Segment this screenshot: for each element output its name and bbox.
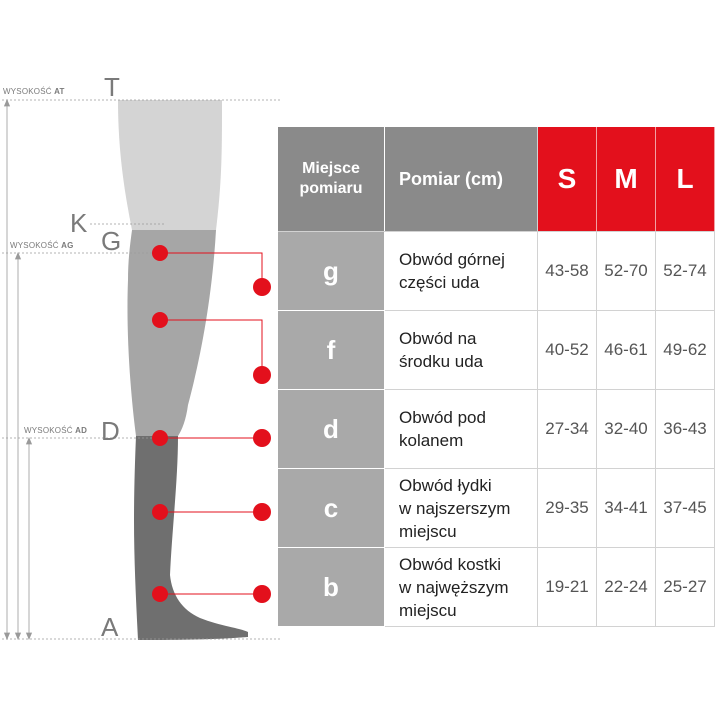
point-label-k: K [70, 208, 88, 238]
height-label-ad: WYSOKOŚĆ AD [24, 426, 87, 435]
row-value-l: 25-27 [655, 547, 715, 627]
leg-thigh-upper [118, 100, 222, 230]
point-label-d: D [101, 416, 120, 446]
height-label-at: WYSOKOŚĆ AT [3, 87, 65, 96]
point-label-a: A [101, 612, 119, 642]
marker-c-leg [152, 504, 168, 520]
table-row-b: b Obwód kostki w najwęższym miejscu 19-2… [278, 547, 715, 627]
row-description: Obwód górnej części uda [384, 231, 538, 311]
marker-b-end [253, 585, 271, 603]
point-label-g: G [101, 226, 121, 256]
row-description: Obwód na środku uda [384, 310, 538, 390]
marker-g-leg [152, 245, 168, 261]
row-description: Obwód pod kolanem [384, 389, 538, 469]
marker-c-end [253, 503, 271, 521]
row-code: g [278, 231, 385, 311]
leg-calf-foot [134, 436, 248, 640]
header-size-s: S [537, 127, 597, 232]
height-label-ag: WYSOKOŚĆ AG [10, 241, 74, 250]
table-row-g: g Obwód górnej części uda 43-58 52-70 52… [278, 231, 715, 311]
marker-f-leg [152, 312, 168, 328]
row-code: d [278, 389, 385, 469]
header-size-m: M [596, 127, 656, 232]
marker-d-leg [152, 430, 168, 446]
row-value-s: 27-34 [537, 389, 597, 469]
row-value-s: 19-21 [537, 547, 597, 627]
table-row-c: c Obwód łydki w najszerszym miejscu 29-3… [278, 468, 715, 548]
height-arrows [3, 98, 33, 641]
row-value-m: 32-40 [596, 389, 656, 469]
measurement-connectors [160, 252, 263, 595]
row-value-m: 22-24 [596, 547, 656, 627]
header-measurement: Pomiar (cm) [384, 127, 538, 232]
row-value-l: 49-62 [655, 310, 715, 390]
table-header-row: Miejsce pomiaru Pomiar (cm) S M L [278, 127, 715, 232]
size-table: Miejsce pomiaru Pomiar (cm) S M L g Obwó… [278, 127, 715, 627]
row-value-l: 36-43 [655, 389, 715, 469]
header-measure-place: Miejsce pomiaru [278, 127, 385, 232]
row-code: f [278, 310, 385, 390]
table-row-d: d Obwód pod kolanem 27-34 32-40 36-43 [278, 389, 715, 469]
row-code: b [278, 547, 385, 627]
row-value-l: 52-74 [655, 231, 715, 311]
point-label-t: T [104, 72, 120, 102]
row-value-s: 29-35 [537, 468, 597, 548]
row-value-m: 46-61 [596, 310, 656, 390]
row-value-s: 40-52 [537, 310, 597, 390]
row-value-l: 37-45 [655, 468, 715, 548]
row-code: c [278, 468, 385, 548]
row-description: Obwód kostki w najwęższym miejscu [384, 547, 538, 627]
marker-f-end [253, 366, 271, 384]
table-row-f: f Obwód na środku uda 40-52 46-61 49-62 [278, 310, 715, 390]
row-value-s: 43-58 [537, 231, 597, 311]
row-value-m: 52-70 [596, 231, 656, 311]
leg-thigh-stocking [127, 230, 216, 436]
marker-b-leg [152, 586, 168, 602]
reference-lines [2, 99, 280, 640]
marker-g-end [253, 278, 271, 296]
row-description: Obwód łydki w najszerszym miejscu [384, 468, 538, 548]
marker-d-end [253, 429, 271, 447]
row-value-m: 34-41 [596, 468, 656, 548]
header-size-l: L [655, 127, 715, 232]
